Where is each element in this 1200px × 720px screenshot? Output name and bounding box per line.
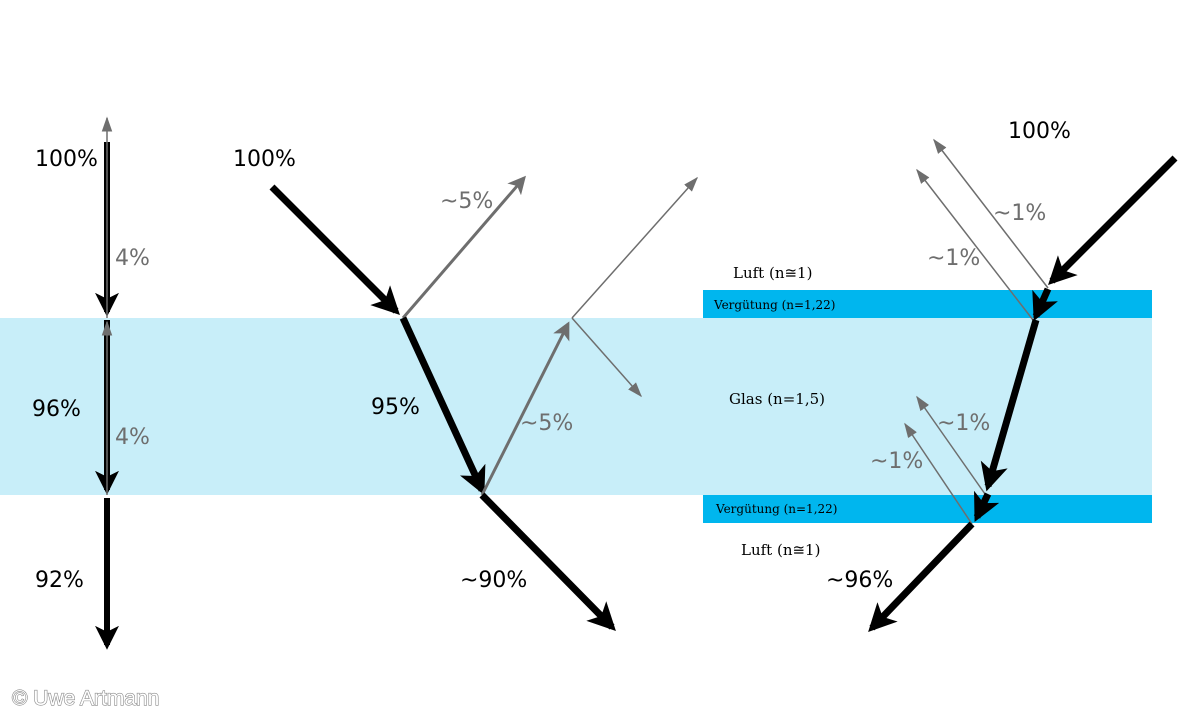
ray-reflect-c <box>916 395 986 495</box>
label-reflect-top: ~5% <box>440 189 493 214</box>
label-reflect-d: ~1% <box>870 449 923 474</box>
ray-coating-top <box>1032 287 1058 322</box>
glass-slab <box>0 318 1152 495</box>
coating-band-bottom <box>703 495 1152 523</box>
label-outgoing: 92% <box>35 568 84 593</box>
label-reflect-b: ~1% <box>927 246 980 271</box>
coating-band-top <box>703 290 1152 318</box>
copyright-watermark: © Uwe Artmann <box>12 687 159 710</box>
label-coating-top: Vergütung (n=1,22) <box>713 298 835 312</box>
ray-reflect-b <box>916 168 1034 321</box>
ray-inside <box>399 316 486 496</box>
label-outgoing: ~96% <box>826 568 893 593</box>
label-reflect-bottom: 4% <box>115 425 150 450</box>
label-incoming: 100% <box>233 147 296 172</box>
label-air-top: Luft (n≅1) <box>733 264 812 282</box>
label-air-bottom: Luft (n≅1) <box>741 541 820 559</box>
ray-reflect-bottom <box>480 321 570 496</box>
ray-incoming <box>269 184 400 315</box>
ray-outgoing <box>868 521 975 633</box>
label-inside: 96% <box>32 397 81 422</box>
ray-reflect-a <box>933 138 1049 289</box>
ray-coating-bottom <box>973 490 1000 523</box>
label-reflect-a: ~1% <box>993 201 1046 226</box>
ray-outgoing <box>479 492 616 631</box>
ray-incoming <box>1048 155 1178 285</box>
label-reflect-top: 4% <box>115 246 150 271</box>
label-outgoing: ~90% <box>460 568 527 593</box>
label-coating-bottom: Vergütung (n=1,22) <box>715 502 837 516</box>
ray-inside <box>980 319 1040 492</box>
diagram-oblique-coated: 100% ~1% ~1% ~1% ~1% ~96% Luft (n≅1) Ver… <box>713 119 1178 633</box>
label-inside: 95% <box>371 395 420 420</box>
label-incoming: 100% <box>35 147 98 172</box>
ray-secondary-inside <box>571 317 642 398</box>
label-reflect-bottom: ~5% <box>520 411 573 436</box>
ray-reflect-d <box>904 422 973 525</box>
label-reflect-c: ~1% <box>937 411 990 436</box>
label-glass: Glas (n=1,5) <box>729 390 825 408</box>
ray-exit-top <box>571 176 698 319</box>
label-incoming: 100% <box>1008 119 1071 144</box>
ray-reflect-top <box>401 175 526 319</box>
diagram-perpendicular: 100% 4% 96% 4% 92% <box>32 116 150 650</box>
diagram-oblique-uncoated: 100% ~5% 95% ~5% ~90% <box>233 147 698 631</box>
